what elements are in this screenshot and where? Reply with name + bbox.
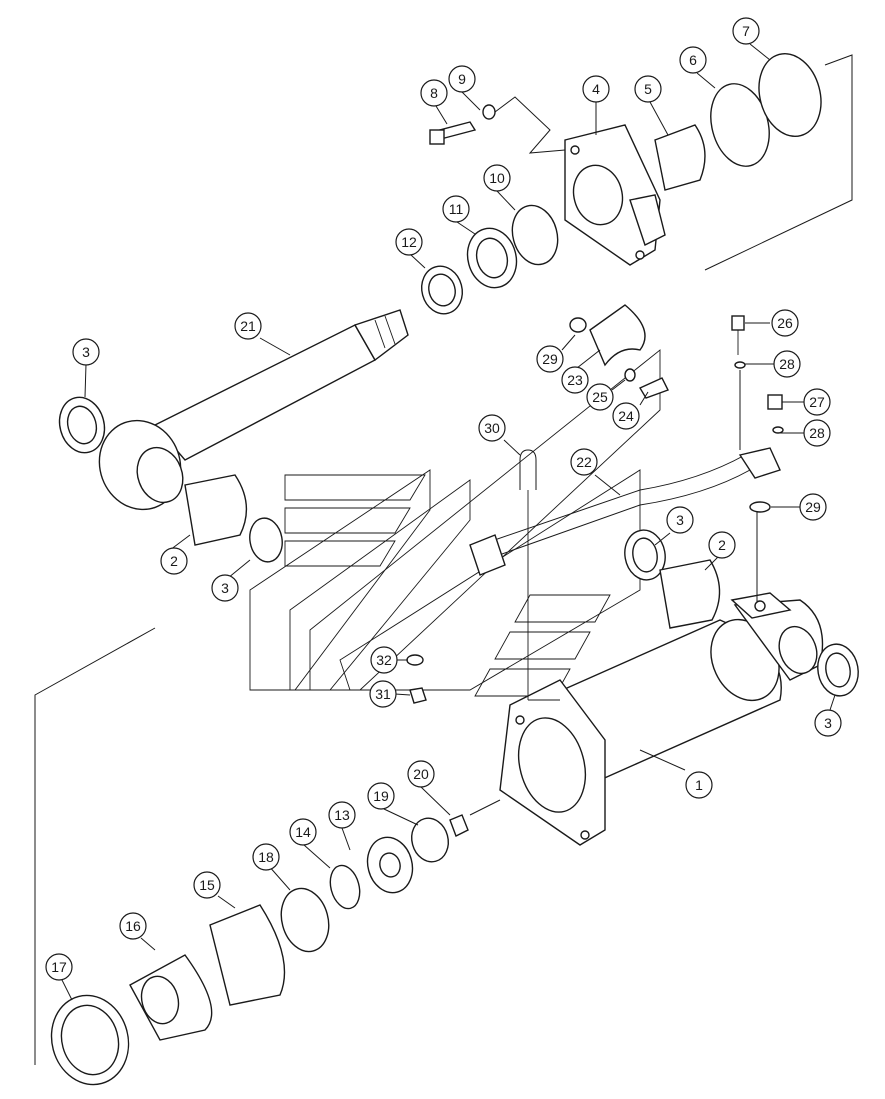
callout-10: 10 bbox=[483, 164, 511, 192]
svg-text:3: 3 bbox=[82, 344, 90, 360]
callout-17: 17 bbox=[45, 953, 73, 981]
callout-31: 31 bbox=[369, 680, 397, 708]
svg-text:9: 9 bbox=[458, 71, 466, 87]
svg-text:24: 24 bbox=[618, 408, 634, 424]
callout-23: 23 bbox=[561, 366, 589, 394]
svg-text:28: 28 bbox=[809, 425, 825, 441]
svg-text:16: 16 bbox=[125, 918, 141, 934]
boundary-lines bbox=[34, 54, 853, 1065]
hydraulic-piping bbox=[469, 304, 781, 701]
svg-text:18: 18 bbox=[258, 849, 274, 865]
svg-text:3: 3 bbox=[221, 580, 229, 596]
svg-text:21: 21 bbox=[240, 318, 256, 334]
callout-3: 3 bbox=[666, 506, 694, 534]
callout-28: 28 bbox=[803, 419, 831, 447]
svg-text:11: 11 bbox=[449, 201, 464, 217]
callout-1: 1 bbox=[685, 771, 713, 799]
svg-text:15: 15 bbox=[199, 877, 215, 893]
callout-8: 8 bbox=[420, 79, 448, 107]
callout-18: 18 bbox=[252, 843, 280, 871]
svg-text:5: 5 bbox=[644, 81, 652, 97]
piston-rod-part bbox=[98, 309, 409, 511]
callout-32: 32 bbox=[370, 646, 398, 674]
callout-2: 2 bbox=[160, 547, 188, 575]
callout-9: 9 bbox=[448, 65, 476, 93]
callout-labels: 1 2 2 3 3 3 3 4 5 6 7 8 9 10 11 12 13 14… bbox=[45, 17, 842, 981]
callout-16: 16 bbox=[119, 912, 147, 940]
svg-text:28: 28 bbox=[779, 356, 795, 372]
svg-text:17: 17 bbox=[51, 959, 67, 975]
callout-29: 29 bbox=[536, 345, 564, 373]
callout-28: 28 bbox=[773, 350, 801, 378]
svg-text:27: 27 bbox=[809, 394, 825, 410]
svg-text:22: 22 bbox=[576, 454, 592, 470]
bolts-and-washers bbox=[406, 104, 784, 704]
callout-19: 19 bbox=[367, 782, 395, 810]
svg-text:19: 19 bbox=[373, 788, 389, 804]
callout-4: 4 bbox=[582, 75, 610, 103]
svg-text:25: 25 bbox=[592, 389, 608, 405]
svg-text:26: 26 bbox=[777, 315, 793, 331]
callout-2: 2 bbox=[708, 531, 736, 559]
svg-text:7: 7 bbox=[742, 23, 750, 39]
svg-text:8: 8 bbox=[430, 85, 438, 101]
callout-30: 30 bbox=[478, 414, 506, 442]
svg-text:30: 30 bbox=[484, 420, 500, 436]
svg-text:23: 23 bbox=[567, 372, 583, 388]
callout-13: 13 bbox=[328, 801, 356, 829]
svg-text:13: 13 bbox=[334, 807, 350, 823]
callout-26: 26 bbox=[771, 309, 799, 337]
svg-text:3: 3 bbox=[824, 715, 832, 731]
svg-text:20: 20 bbox=[413, 766, 429, 782]
callout-11: 11 bbox=[442, 195, 470, 223]
cylinder-tube-part bbox=[499, 592, 824, 846]
svg-text:10: 10 bbox=[489, 170, 505, 186]
rings-and-bushings bbox=[58, 52, 859, 697]
svg-text:29: 29 bbox=[542, 351, 558, 367]
callout-7: 7 bbox=[732, 17, 760, 45]
callout-15: 15 bbox=[193, 871, 221, 899]
callout-24: 24 bbox=[612, 402, 640, 430]
svg-text:6: 6 bbox=[689, 52, 697, 68]
callout-3: 3 bbox=[211, 574, 239, 602]
svg-text:31: 31 bbox=[375, 686, 391, 702]
rod-head-cover-part bbox=[564, 124, 666, 266]
callout-14: 14 bbox=[289, 818, 317, 846]
callout-3: 3 bbox=[72, 338, 100, 366]
callout-12: 12 bbox=[395, 228, 423, 256]
leader-lines bbox=[61, 43, 836, 1001]
callout-20: 20 bbox=[407, 760, 435, 788]
svg-text:3: 3 bbox=[676, 512, 684, 528]
callout-6: 6 bbox=[679, 46, 707, 74]
callout-22: 22 bbox=[570, 448, 598, 476]
piston-assembly-parts bbox=[50, 814, 469, 1086]
svg-text:32: 32 bbox=[376, 652, 392, 668]
callout-5: 5 bbox=[634, 75, 662, 103]
callout-3: 3 bbox=[814, 709, 842, 737]
svg-text:12: 12 bbox=[401, 234, 417, 250]
svg-text:2: 2 bbox=[718, 537, 726, 553]
svg-text:1: 1 bbox=[695, 777, 703, 793]
svg-text:14: 14 bbox=[295, 824, 311, 840]
svg-text:29: 29 bbox=[805, 499, 821, 515]
svg-text:4: 4 bbox=[592, 81, 600, 97]
callout-21: 21 bbox=[234, 312, 262, 340]
callout-29: 29 bbox=[799, 493, 827, 521]
svg-text:2: 2 bbox=[170, 553, 178, 569]
callout-25: 25 bbox=[586, 383, 614, 411]
callout-27: 27 bbox=[803, 388, 831, 416]
